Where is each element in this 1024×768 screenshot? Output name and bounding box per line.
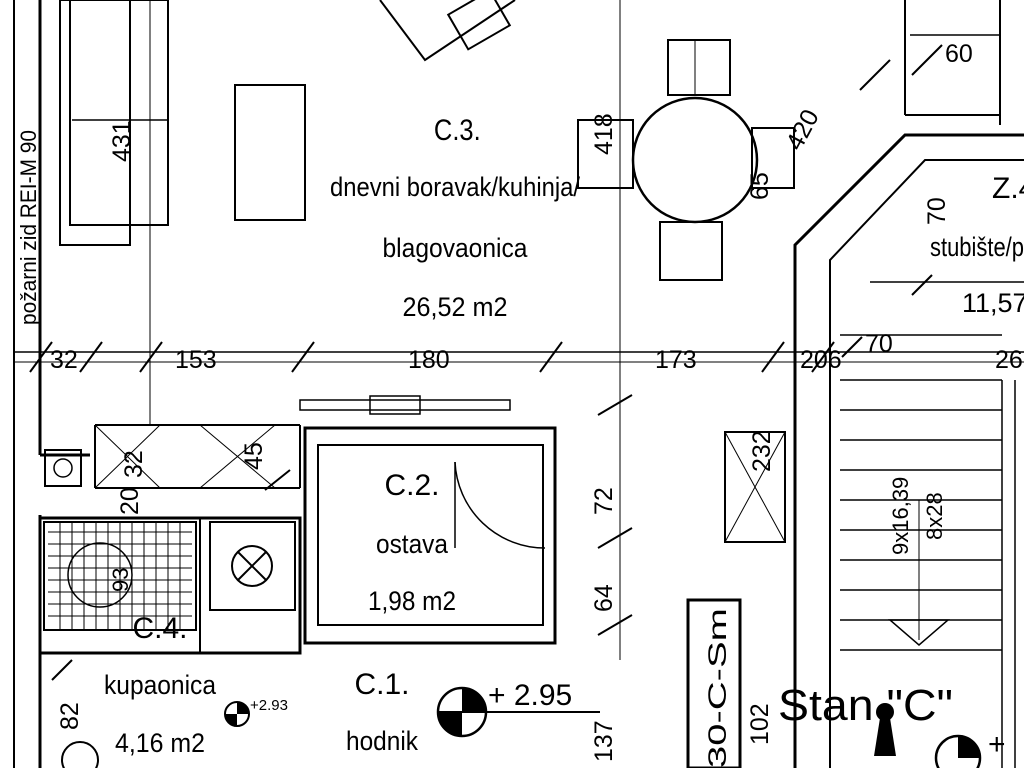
c2-area: 1,98 m2 — [368, 586, 456, 616]
coffee-table — [234, 84, 306, 221]
sofa — [59, 0, 169, 246]
z4-area: 11,57 — [962, 288, 1024, 318]
c4-area: 4,16 m2 — [115, 728, 205, 758]
dim-232: 232 — [748, 430, 776, 472]
dim-153: 153 — [175, 346, 217, 374]
c4-name: kupaonica — [104, 670, 217, 700]
dim-32-side: 32 — [120, 450, 148, 478]
dining-table — [577, 39, 795, 281]
shower-tray — [43, 521, 197, 631]
dim-26: 26 — [995, 346, 1023, 374]
door-label: 30-C-Sm — [704, 608, 732, 768]
dim-64: 64 — [590, 584, 618, 612]
furniture — [43, 0, 795, 768]
dim-70-horizontal: 70 — [865, 330, 893, 358]
dim-20: 20 — [116, 487, 144, 515]
storage-door — [454, 461, 546, 549]
apartment-label: Stan "C" — [778, 681, 953, 730]
fire-wall-label: požarni zid REI-M 90 — [16, 130, 41, 325]
level-marker-right — [934, 734, 982, 768]
dim-65: 65 — [746, 172, 774, 200]
stair-count-1: 9x16,39 — [888, 477, 913, 555]
dim-72: 72 — [590, 487, 618, 515]
armchair — [379, 0, 516, 62]
dim-32-top: 32 — [50, 346, 78, 374]
dim-93: 93 — [108, 568, 133, 592]
keyhole-icon — [874, 703, 896, 756]
dim-180: 180 — [408, 346, 450, 374]
stairs — [840, 281, 1024, 768]
level-small: +2.93 — [250, 697, 288, 714]
dim-60: 60 — [945, 40, 973, 68]
dim-45: 45 — [240, 442, 268, 470]
dim-137: 137 — [590, 720, 618, 762]
level-marker-small — [224, 701, 250, 727]
dim-173: 173 — [655, 346, 697, 374]
c2-name: ostava — [376, 529, 449, 559]
c3-name-line2: blagovaonica — [383, 233, 529, 263]
c1-code: C.1. — [354, 668, 409, 701]
c4-code: C.4. — [132, 612, 187, 645]
dim-102: 102 — [746, 703, 774, 745]
dim-70-vertical: 70 — [923, 197, 951, 225]
z4-code: Z.4 — [992, 172, 1024, 205]
z4-name: stubište/p — [930, 232, 1024, 262]
c1-name: hodnik — [346, 726, 418, 756]
dim-82: 82 — [56, 702, 84, 730]
level-main: + 2.95 — [488, 679, 572, 712]
dim-206: 206 — [800, 346, 842, 374]
dim-418: 418 — [590, 113, 618, 155]
dimension-ticks — [29, 44, 943, 681]
walls — [13, 0, 1024, 768]
labels: C.3. dnevni boravak/kuhinja/ blagovaonic… — [16, 40, 1024, 768]
c3-area: 26,52 m2 — [403, 292, 508, 322]
stair-count-2: 8x28 — [922, 492, 947, 540]
level-right: + — [988, 728, 1006, 761]
c3-name-line1: dnevni boravak/kuhinja/ — [330, 172, 580, 202]
washing-machine — [209, 521, 296, 611]
dim-420: 420 — [781, 105, 825, 155]
dim-431: 431 — [108, 120, 136, 162]
c3-code: C.3. — [434, 113, 481, 146]
c2-code: C.2. — [384, 469, 439, 502]
level-marker-main — [436, 686, 600, 738]
